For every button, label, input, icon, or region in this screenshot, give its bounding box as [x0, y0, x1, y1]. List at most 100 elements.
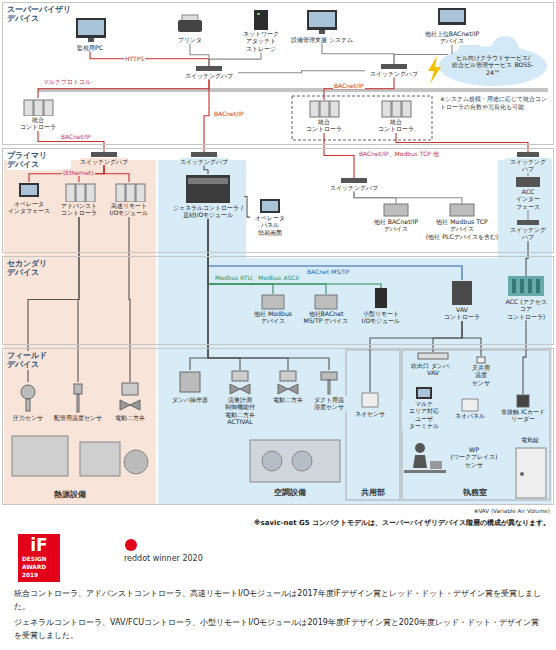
device-node: 高速リモート I/Oモジュール [104, 182, 154, 217]
node-label: 流量計測 制御機能付 電動二方弁 ACTIVAL [214, 396, 266, 426]
device-node: 流量計測 制御機能付 電動二方弁 ACTIVAL [214, 370, 266, 426]
device-node: スイッチングハブ [175, 152, 233, 165]
device-node: 電動二方弁 [268, 370, 308, 403]
node-label: 統合 コントローラ [300, 118, 348, 133]
node-label: スイッチングハブ [185, 72, 233, 79]
sensor-icon [74, 384, 82, 394]
tier-heading: フィールド デバイス [7, 351, 71, 370]
node-label: 電動二方弁 [273, 396, 303, 403]
panel-icon [262, 201, 278, 211]
device-node: ACC (アクセス コア コントローラ) [500, 276, 552, 320]
controller-icon [66, 184, 75, 202]
heat-source-equipment [12, 436, 68, 476]
panel-icon [260, 199, 280, 213]
monitor-icon [262, 295, 284, 309]
redundancy-frame [292, 96, 432, 140]
controller-icon [86, 184, 95, 202]
node-label: ジェネラルコントローラ /直結I/Oモジュール [172, 204, 244, 219]
sensor-icon [418, 353, 448, 359]
protocol-label: マルチプロトコル [42, 78, 92, 85]
sensor-icon [21, 353, 529, 412]
panel-icon [19, 183, 478, 411]
device-node: ネオパネル [450, 398, 490, 419]
node-label: 非接触 ICカード リーダー [500, 408, 546, 423]
node-label: ACC (アクセス コア コントローラ) [500, 298, 552, 320]
device-node: 電動二方弁 [108, 382, 152, 421]
panel-icon [418, 389, 430, 397]
device-node: ダクト用温 湿度センサ [310, 370, 348, 411]
controller-icon [330, 101, 339, 117]
award-logo [18, 534, 137, 582]
panel-icon [362, 393, 378, 407]
node-label: 他社上位BACnet/IP デバイス [412, 30, 492, 45]
remote-io-icon [375, 288, 387, 308]
device-node: オペレータ パネル 簡易画面 [250, 198, 290, 236]
node-label: 電動二方弁 [115, 414, 145, 421]
device-node: スイッチングハブ [180, 66, 238, 79]
device-node: 圧力センサ [6, 382, 50, 421]
controller-icon [24, 100, 411, 202]
zone-fill [158, 160, 246, 258]
node-label: ネオパネル [455, 412, 485, 419]
network-line [526, 241, 528, 276]
node-label: ACC インター フェース [509, 188, 547, 210]
network-line [190, 43, 209, 66]
storage-icon [254, 10, 268, 30]
redundancy-frame [292, 96, 432, 140]
air-handling-equipment [250, 440, 340, 482]
node-label: VAV コントローラ [440, 306, 484, 321]
door-icon [520, 472, 524, 476]
node-label: 電気錠 [521, 436, 539, 443]
note-text: 執務室 [440, 488, 510, 498]
network-line [394, 45, 452, 64]
device-node: スイッチングハブ [325, 178, 383, 191]
acc-icon [528, 279, 532, 293]
protocol-label: Modbus RTU、Modbus ASCII [214, 274, 300, 281]
tier-band: プライマリ デバイススイッチングハブスイッチングハブオペレータ インタフェースア… [2, 148, 554, 253]
device-node: プリンタ [160, 14, 220, 43]
zone-fill [4, 160, 156, 505]
monitor-icon [438, 8, 466, 25]
heat-source-equipment [124, 450, 148, 474]
door-icon [516, 448, 546, 498]
node-label: 圧力センサ [13, 414, 43, 421]
hub-icon [381, 64, 407, 69]
controller-icon [126, 184, 135, 202]
general-controller-icon [186, 175, 230, 203]
hub-icon [91, 152, 117, 157]
device-node: 配管用温度センサ [50, 382, 106, 421]
device-node: ネットワーク アタッチト ストレージ [232, 10, 290, 52]
node-label: 小型リモート I/Oモジュール [356, 310, 406, 325]
hub-icon [517, 152, 539, 157]
air-handling-equipment [262, 451, 282, 471]
device-node: 統合 コントローラ [14, 98, 62, 131]
tier-heading: スーパーバイザリ デバイス [7, 5, 71, 24]
acc-icon [512, 279, 516, 293]
note-text: iF [18, 534, 60, 557]
network-line [238, 71, 365, 73]
node-label: ビル向けクラウドサービス/ 総合ビル管理サービス BOSS-24™ [448, 54, 538, 76]
note-text: ジェネラルコントローラ、VAV/FCUコントローラ、小型リモートI/Oモジュール… [14, 617, 544, 643]
device-node: オペレータ インタフェース [6, 182, 52, 215]
valve-icon [230, 384, 240, 394]
controller-icon [44, 100, 53, 116]
network-line [208, 219, 462, 280]
network-line [204, 165, 208, 174]
network-line [129, 217, 130, 382]
node-label: アドバンスト コントローラ [56, 202, 102, 217]
node-label: スイッチングハブ [180, 158, 228, 165]
zone-fill [4, 160, 552, 505]
network-line [462, 321, 481, 356]
node-label: 配管用温度センサ [54, 414, 102, 421]
network-line [322, 43, 394, 64]
note-text: ※savic-net G5 コンパクトモデルは、スーパーバイザリデバイス階層の構… [150, 519, 550, 528]
monitor-icon [76, 8, 474, 309]
network-line [527, 173, 528, 176]
monitor-icon [76, 18, 106, 38]
device-node: ACC インター フェース [509, 176, 547, 210]
hub-icon [341, 178, 367, 183]
hub-icon [191, 152, 217, 157]
acc-icon [520, 279, 524, 293]
sensor-icon [77, 394, 79, 412]
network-line [523, 320, 526, 394]
